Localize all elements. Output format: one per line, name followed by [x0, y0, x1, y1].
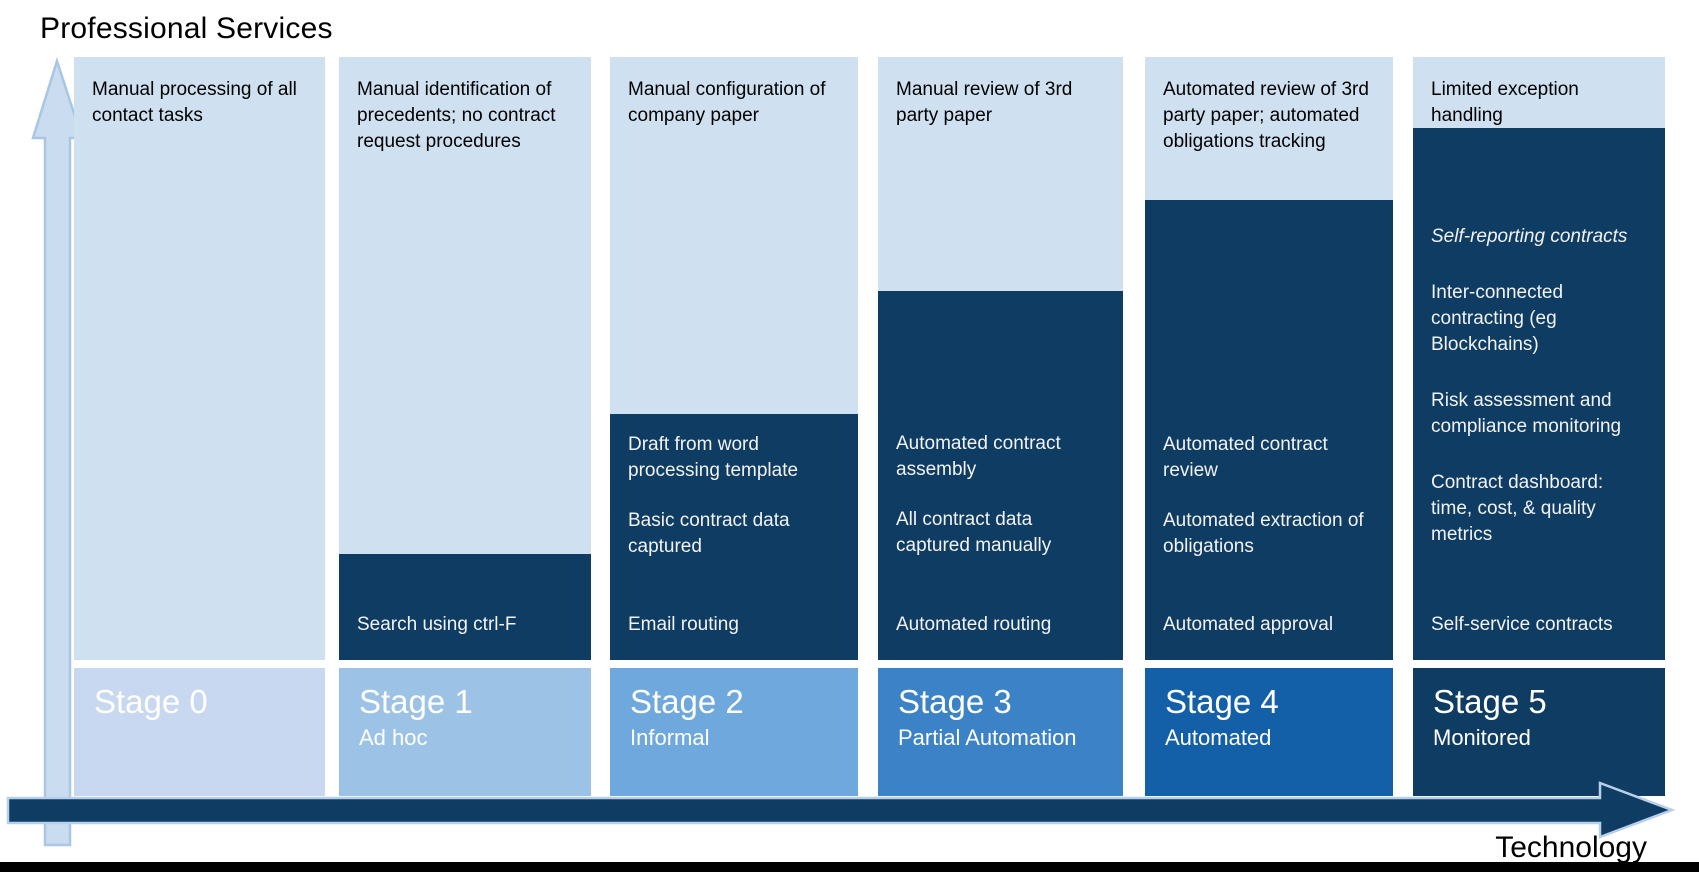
dark-box-item: Automated extraction of obligations: [1163, 510, 1364, 557]
stage-label-box-3: Stage 3 Partial Automation: [878, 668, 1123, 796]
stage-subtitle: Partial Automation: [898, 725, 1077, 750]
column-stage-4: Automated review of 3rd party paper; aut…: [1145, 57, 1393, 660]
light-box-text: Manual identification of precedents; no …: [357, 79, 556, 152]
dark-box-item: All contract data captured manually: [896, 509, 1052, 556]
light-box-text: Manual configuration of company paper: [628, 79, 826, 126]
light-box-stage-5: Limited exception handling: [1413, 57, 1665, 128]
stage-label-box-1: Stage 1 Ad hoc: [339, 668, 591, 796]
column-stage-0: Manual processing of all contact tasks: [74, 57, 325, 660]
x-axis-label: Technology: [1495, 831, 1647, 864]
stage-label-box-4: Stage 4 Automated: [1145, 668, 1393, 796]
light-box-stage-1: Manual identification of precedents; no …: [339, 57, 591, 554]
dark-box-item: Inter-connected contracting (eg Blockcha…: [1431, 282, 1564, 355]
light-box-stage-2: Manual configuration of company paper: [610, 57, 858, 414]
dark-box-item: Automated contract review: [1163, 434, 1328, 481]
dark-box-item: Risk assessment and compliance monitorin…: [1431, 390, 1622, 437]
stage-title: Stage 1: [359, 683, 473, 720]
page-title: Professional Services: [40, 12, 333, 45]
bottom-border-bar: [0, 862, 1699, 872]
dark-box-stage-1: Search using ctrl-F: [339, 554, 591, 660]
stage-title: Stage 2: [630, 683, 744, 720]
light-box-stage-3: Manual review of 3rd party paper: [878, 57, 1123, 291]
dark-box-item: Automated routing: [896, 614, 1052, 635]
stage-label-box-2: Stage 2 Informal: [610, 668, 858, 796]
stage-title: Stage 4: [1165, 683, 1279, 720]
light-box-stage-0: Manual processing of all contact tasks: [74, 57, 325, 660]
column-stage-1: Manual identification of precedents; no …: [339, 57, 591, 660]
light-box-text: Automated review of 3rd party paper; aut…: [1163, 79, 1369, 152]
dark-box-item: Contract dashboard: time, cost, & qualit…: [1431, 472, 1604, 545]
dark-box-item: Automated contract assembly: [896, 433, 1061, 480]
light-box-stage-4: Automated review of 3rd party paper; aut…: [1145, 57, 1393, 200]
stage-label-box-5: Stage 5 Monitored: [1413, 668, 1665, 796]
stage-label-box-0: Stage 0: [74, 668, 325, 796]
light-box-text: Limited exception handling: [1431, 79, 1579, 126]
stage-subtitle: Monitored: [1433, 725, 1531, 750]
light-box-text: Manual review of 3rd party paper: [896, 79, 1073, 126]
stage-title: Stage 0: [94, 683, 208, 720]
dark-box-item: Self-service contracts: [1431, 614, 1613, 635]
dark-box-item: Basic contract data captured: [628, 510, 790, 557]
stage-subtitle: Ad hoc: [359, 725, 428, 750]
stage-title: Stage 3: [898, 683, 1012, 720]
dark-box-item: Draft from word processing template: [628, 434, 799, 481]
dark-box-item: Search using ctrl-F: [357, 614, 517, 635]
dark-box-item: Automated approval: [1163, 614, 1334, 635]
dark-box-item: Email routing: [628, 614, 739, 635]
stage-subtitle: Automated: [1165, 725, 1272, 750]
stage-title: Stage 5: [1433, 683, 1547, 720]
stage-subtitle: Informal: [630, 725, 710, 750]
light-box-text: Manual processing of all contact tasks: [92, 79, 297, 126]
dark-box-item: Self-reporting contracts: [1431, 226, 1628, 247]
